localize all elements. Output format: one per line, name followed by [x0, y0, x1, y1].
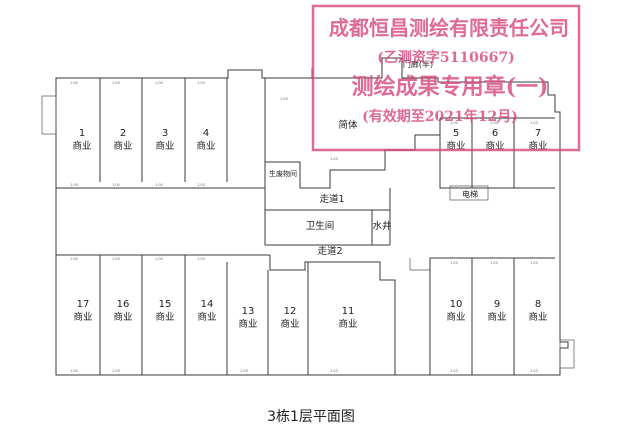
elevator-label: 电梯 [462, 189, 478, 199]
svg-text:1.00: 1.00 [112, 81, 120, 85]
dimension-marks: 1.00 1.00 1.00 1.00 1.00 1.00 1.00 1.00 1.00… [70, 81, 538, 373]
unit-number: 15 [159, 299, 172, 310]
svg-text:成都恒昌测绘有限责任公司: 成都恒昌测绘有限责任公司 [329, 16, 569, 40]
unit-use: 商业 [155, 140, 174, 152]
unit-number: 13 [242, 306, 255, 317]
unit-number: 3 [162, 128, 168, 139]
unit-number: 11 [342, 306, 355, 317]
svg-text:1.00: 1.00 [330, 157, 338, 161]
svg-text:1.00: 1.00 [70, 257, 78, 261]
svg-text:1.00: 1.00 [450, 261, 458, 265]
svg-text:1.00: 1.00 [490, 261, 498, 265]
unit-number: 7 [535, 128, 541, 139]
well-label: 水井 [372, 220, 391, 232]
svg-text:1.00: 1.00 [112, 257, 120, 261]
svg-text:1.00: 1.00 [330, 369, 338, 373]
svg-text:1.00: 1.00 [70, 369, 78, 373]
unit-use: 商业 [113, 140, 132, 152]
svg-text:1.00: 1.00 [155, 183, 163, 187]
unit-number: 2 [120, 128, 126, 139]
unit-use: 商业 [446, 311, 465, 323]
svg-text:1.00: 1.00 [490, 121, 498, 125]
unit-use: 商业 [196, 140, 215, 152]
unit-number: 17 [77, 299, 90, 310]
unit-use: 商业 [338, 318, 357, 330]
svg-text:1.00: 1.00 [197, 257, 205, 261]
svg-text:1.00: 1.00 [197, 183, 205, 187]
corridor-upper-label: 走道1 [319, 193, 344, 205]
svg-text:1.00: 1.00 [155, 81, 163, 85]
unit-use: 商业 [113, 311, 132, 323]
survey-stamp: 成都恒昌测绘有限责任公司 (乙测资字5110667) 测绘成果专用章(一) (有… [311, 4, 581, 152]
bottom-row-walls [56, 254, 555, 375]
unit-use: 商业 [155, 311, 174, 323]
unit-use: 商业 [528, 311, 547, 323]
unit-use: 商业 [197, 311, 216, 323]
common-area-labels: 门廊(半) 简体 生废物间 走道1 卫生间 水井 电梯 走道2 [269, 59, 478, 257]
unit-number: 12 [284, 306, 297, 317]
unit-number: 8 [535, 299, 541, 310]
top-row-walls [56, 78, 555, 246]
unit-use: 商业 [487, 311, 506, 323]
svg-text:1.00: 1.00 [197, 81, 205, 85]
unit-use: 商业 [73, 311, 92, 323]
svg-text:1.00: 1.00 [280, 97, 288, 101]
unit-number: 6 [492, 128, 498, 139]
svg-text:1.00: 1.00 [112, 183, 120, 187]
unit-use: 商业 [280, 318, 299, 330]
unit-number: 1 [79, 128, 85, 139]
svg-text:1.00: 1.00 [450, 369, 458, 373]
small-room-label: 生废物间 [269, 169, 297, 178]
svg-text:1.00: 1.00 [240, 369, 248, 373]
unit-use: 商业 [238, 318, 257, 330]
svg-text:1.00: 1.00 [530, 369, 538, 373]
svg-text:测绘成果专用章(一): 测绘成果专用章(一) [352, 74, 549, 100]
unit-number: 4 [203, 128, 209, 139]
unit-number: 9 [494, 299, 500, 310]
outer-walls [41, 57, 575, 376]
corridor-lower-label: 走道2 [317, 245, 342, 257]
gate-label: 门廊(半) [403, 59, 433, 69]
toilet-label: 卫生间 [306, 220, 335, 232]
unit-use: 商业 [72, 140, 91, 152]
svg-text:1.00: 1.00 [70, 183, 78, 187]
drawing-title: 3栋1层平面图 [267, 408, 355, 425]
unit-number: 14 [201, 299, 214, 310]
svg-text:1.00: 1.00 [530, 121, 538, 125]
svg-text:(乙测资字5110667): (乙测资字5110667) [377, 49, 514, 66]
svg-text:1.00: 1.00 [530, 261, 538, 265]
unit-number: 16 [117, 299, 130, 310]
unit-number: 5 [453, 128, 459, 139]
svg-text:1.00: 1.00 [112, 369, 120, 373]
svg-text:1.00: 1.00 [450, 121, 458, 125]
unit-number: 10 [450, 299, 463, 310]
svg-text:(有效期至2021年12月): (有效期至2021年12月) [362, 108, 518, 125]
svg-text:1.00: 1.00 [155, 257, 163, 261]
stair-label: 简体 [338, 119, 358, 131]
svg-text:1.00: 1.00 [70, 81, 78, 85]
